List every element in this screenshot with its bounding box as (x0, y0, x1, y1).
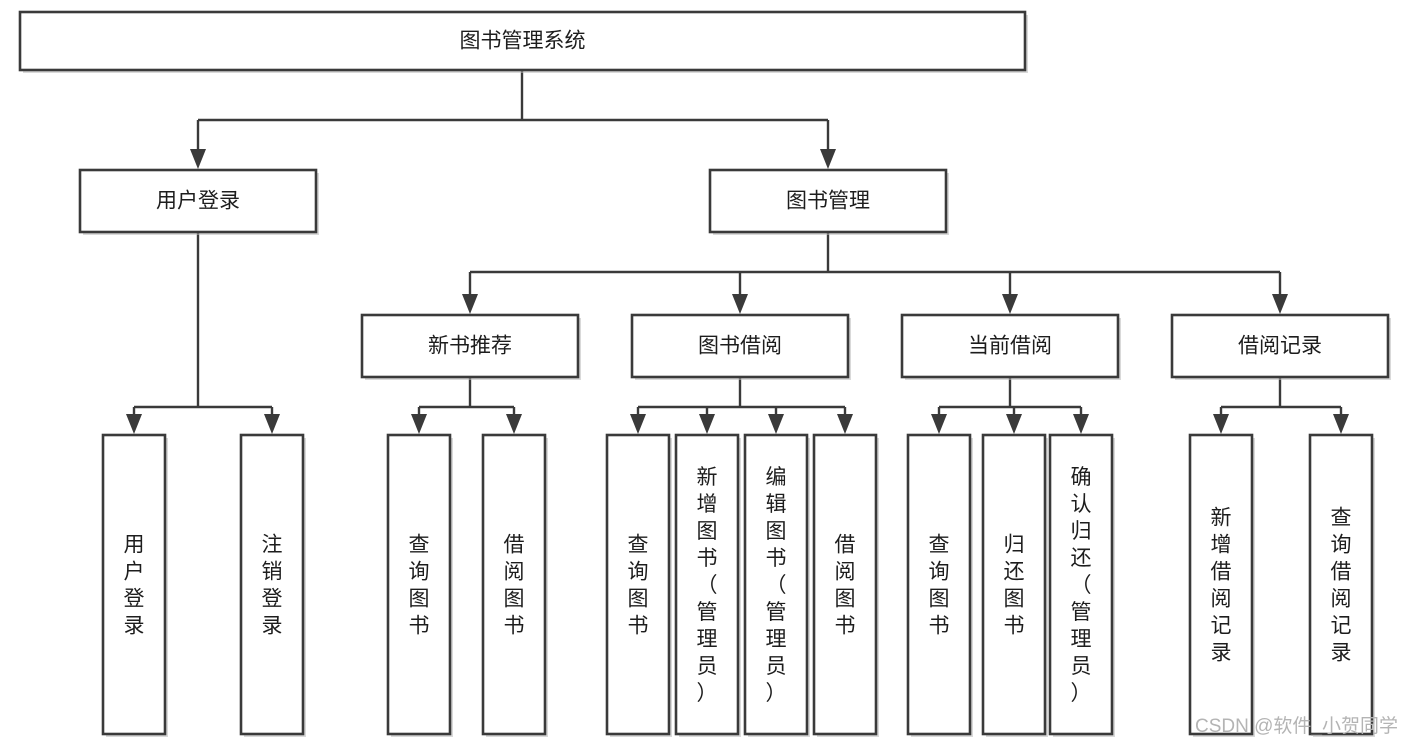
node-label: 新增图书（管理员） (697, 466, 718, 705)
node-book-management[interactable]: 图书管理 (708, 168, 949, 235)
node-leaf-user-login[interactable]: 用户登录 (101, 433, 168, 737)
node-rect[interactable] (605, 433, 671, 736)
node-leaf-borrow-borrow-book[interactable]: 借阅图书 (812, 433, 879, 737)
node-leaf-record-query[interactable]: 查询借阅记录 (1308, 433, 1375, 737)
node-label: 用户登录 (124, 534, 145, 638)
node-label: 图书借阅 (698, 335, 782, 358)
node-label: 新书推荐 (428, 335, 512, 358)
node-leaf-borrow-edit-book[interactable]: 编辑图书（管理员） (743, 433, 810, 737)
node-user-login[interactable]: 用户登录 (78, 168, 319, 235)
node-label: 查询图书 (628, 534, 649, 638)
node-rect[interactable] (239, 433, 305, 736)
node-label: 图书管理系统 (460, 30, 586, 53)
node-label: 用户登录 (156, 190, 240, 213)
node-label: 注销登录 (262, 534, 283, 638)
node-current-borrow[interactable]: 当前借阅 (900, 313, 1121, 380)
connector-arrowhead-icon (264, 414, 280, 434)
connector-arrowhead-icon (462, 294, 478, 314)
node-rect[interactable] (1170, 313, 1390, 379)
connector-arrowhead-icon (1073, 414, 1089, 434)
node-leaf-record-add[interactable]: 新增借阅记录 (1188, 433, 1255, 737)
node-rect[interactable] (78, 168, 318, 234)
node-leaf-current-query-book[interactable]: 查询图书 (906, 433, 973, 737)
node-label: 查询图书 (929, 534, 950, 638)
connector-arrowhead-icon (190, 149, 206, 169)
node-leaf-recommend-borrow-book[interactable]: 借阅图书 (481, 433, 548, 737)
connector-arrowhead-icon (630, 414, 646, 434)
connector-arrowhead-icon (1002, 294, 1018, 314)
connector-arrowhead-icon (768, 414, 784, 434)
connector-arrowhead-icon (506, 414, 522, 434)
node-label: 编辑图书（管理员） (766, 466, 787, 705)
connector-arrowhead-icon (732, 294, 748, 314)
node-leaf-user-logout[interactable]: 注销登录 (239, 433, 306, 737)
connector-arrowhead-icon (820, 149, 836, 169)
connector-arrowhead-icon (1213, 414, 1229, 434)
node-rect[interactable] (1308, 433, 1374, 736)
node-label: 借阅图书 (504, 534, 525, 638)
node-label: 当前借阅 (968, 335, 1052, 358)
node-leaf-recommend-query-book[interactable]: 查询图书 (386, 433, 453, 737)
node-rect[interactable] (906, 433, 972, 736)
node-label: 归还图书 (1004, 534, 1025, 638)
node-leaf-borrow-query-book[interactable]: 查询图书 (605, 433, 672, 737)
connector-arrowhead-icon (411, 414, 427, 434)
node-leaf-current-return-book[interactable]: 归还图书 (981, 433, 1048, 737)
node-leaf-current-confirm-return[interactable]: 确认归还（管理员） (1048, 433, 1115, 737)
node-rect[interactable] (900, 313, 1120, 379)
watermark-label: CSDN @软件_小贺同学 (1195, 715, 1398, 737)
node-rect[interactable] (18, 10, 1027, 72)
connector-arrowhead-icon (699, 414, 715, 434)
node-rect[interactable] (1188, 433, 1254, 736)
node-rect[interactable] (812, 433, 878, 736)
node-book-borrow[interactable]: 图书借阅 (630, 313, 851, 380)
node-rect[interactable] (674, 433, 740, 736)
node-rect[interactable] (386, 433, 452, 736)
node-rect[interactable] (481, 433, 547, 736)
node-rect[interactable] (101, 433, 167, 736)
connector-arrowhead-icon (1333, 414, 1349, 434)
node-label: 借阅图书 (835, 534, 856, 638)
node-borrow-record[interactable]: 借阅记录 (1170, 313, 1391, 380)
connector-arrowhead-icon (126, 414, 142, 434)
node-rect[interactable] (360, 313, 580, 379)
node-label: 确认归还（管理员） (1071, 466, 1092, 705)
node-label: 新增借阅记录 (1211, 507, 1232, 665)
node-label: 借阅记录 (1238, 335, 1322, 358)
node-rect[interactable] (981, 433, 1047, 736)
node-label: 查询图书 (409, 534, 430, 638)
connector-arrowhead-icon (931, 414, 947, 434)
node-leaf-borrow-add-book[interactable]: 新增图书（管理员） (674, 433, 741, 737)
node-rect[interactable] (743, 433, 809, 736)
node-new-book-recommend[interactable]: 新书推荐 (360, 313, 581, 380)
connector-layer (126, 70, 1349, 434)
node-undefined[interactable]: 图书管理系统 (18, 10, 1028, 73)
connector-arrowhead-icon (1006, 414, 1022, 434)
node-label: 图书管理 (786, 190, 870, 213)
node-rect[interactable] (1048, 433, 1114, 736)
connector-arrowhead-icon (837, 414, 853, 434)
node-rect[interactable] (630, 313, 850, 379)
node-rect[interactable] (708, 168, 948, 234)
node-layer: 图书管理系统用户登录图书管理新书推荐图书借阅当前借阅借阅记录用户登录注销登录查询… (18, 10, 1391, 737)
connector-arrowhead-icon (1272, 294, 1288, 314)
node-label: 查询借阅记录 (1331, 507, 1352, 665)
